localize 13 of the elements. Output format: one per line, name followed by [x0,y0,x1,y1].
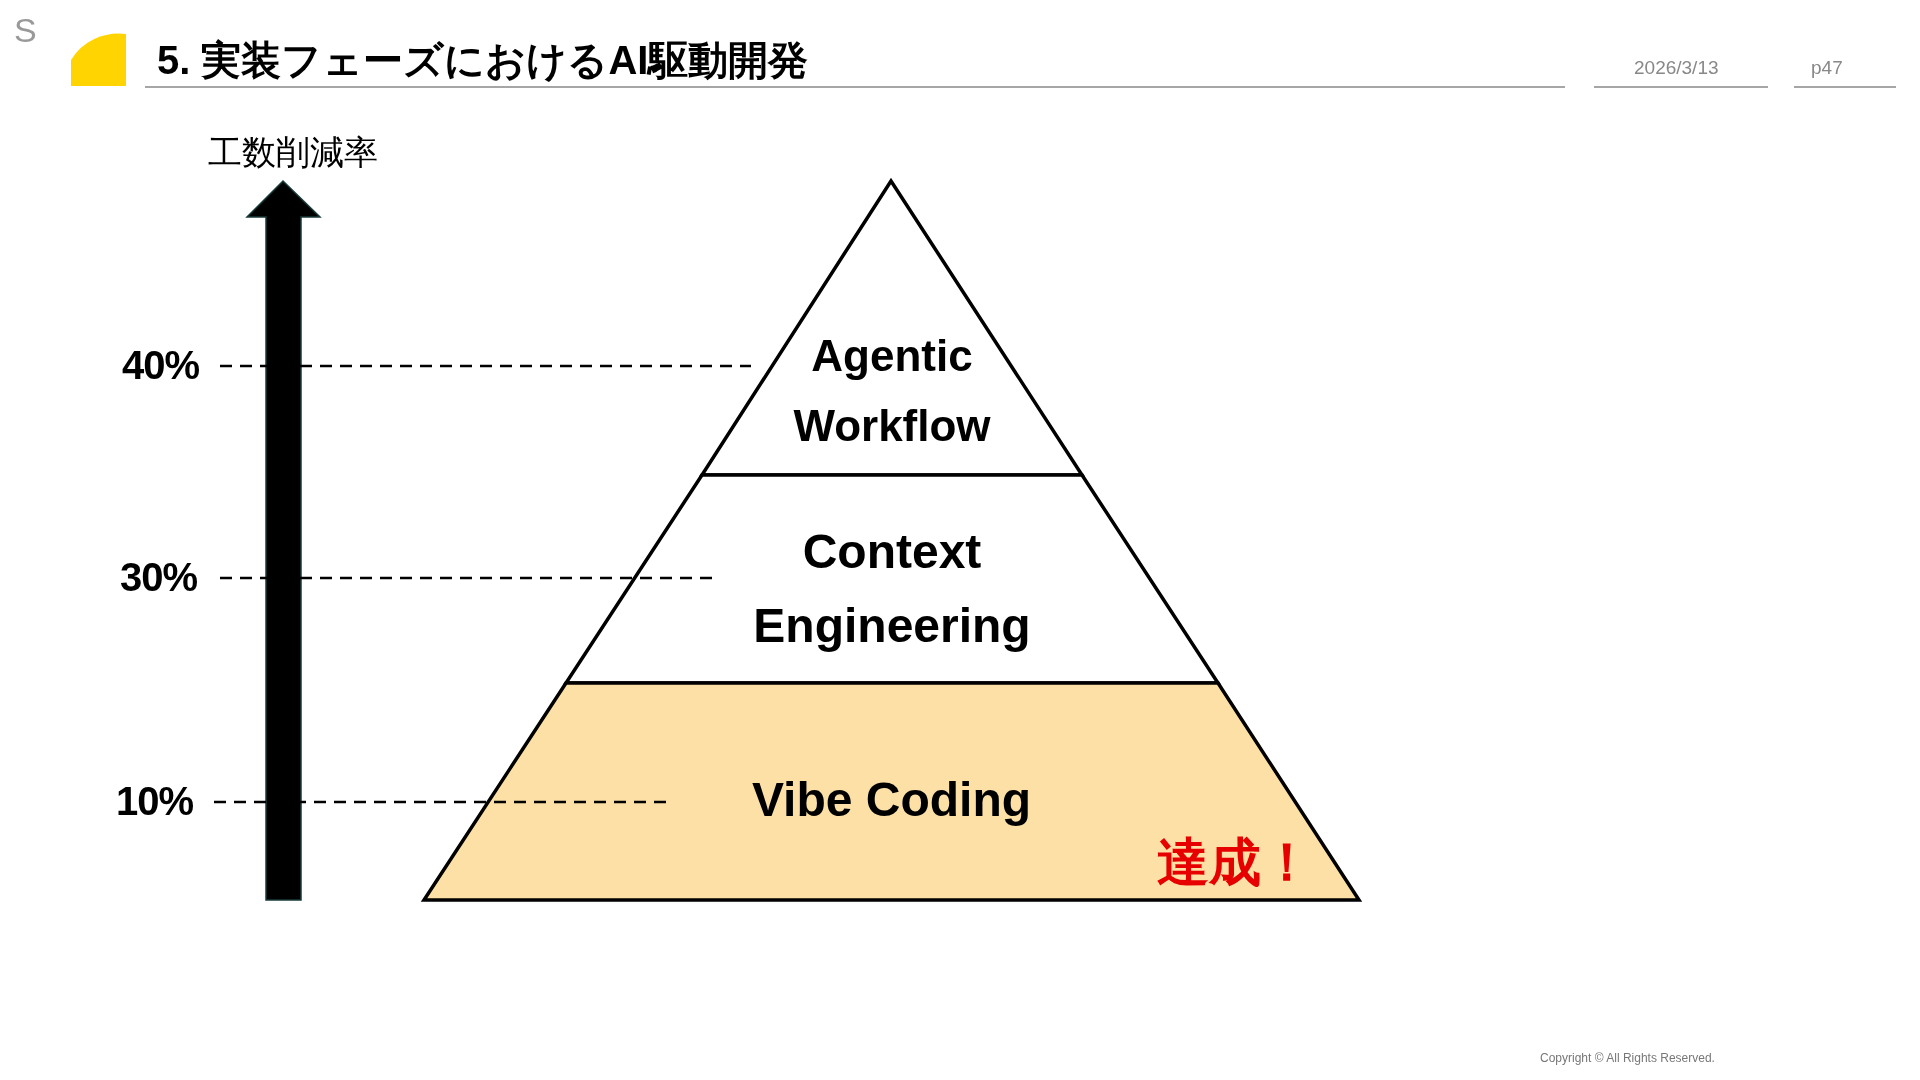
tier-label: Agentic Workflow [792,330,992,452]
achievement-label: 達成！ [1157,831,1313,894]
axis-title: 工数削減率 [208,134,378,172]
percent-label: 40% [122,343,200,387]
date-text: 2026/3/13 [1634,58,1719,79]
page-number: p47 [1811,58,1843,79]
percent-label: 10% [116,779,194,823]
percent-label: 30% [120,555,198,599]
tier-label: Context Engineering [752,524,1032,654]
slide-title: 5. 実装フェーズにおけるAI駆動開発 [157,38,809,82]
copyright-text: Copyright © All Rights Reserved. [1540,1052,1715,1066]
tier-label: Vibe Coding [750,772,1033,828]
corner-letter: S [14,12,37,50]
